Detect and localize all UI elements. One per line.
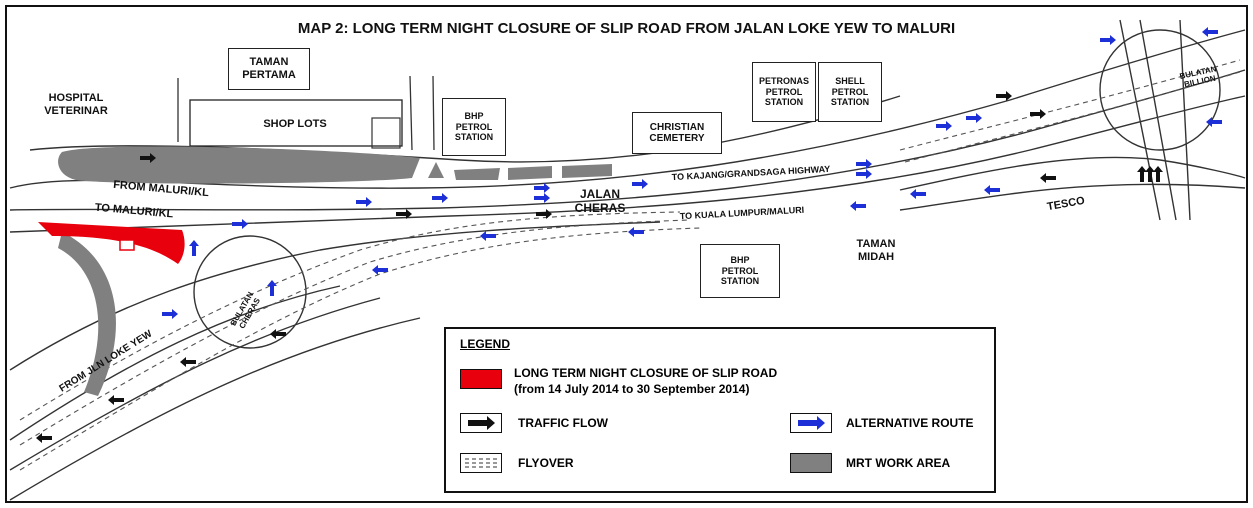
label-bhp-south: BHP PETROL STATION: [700, 244, 780, 298]
label-taman-midah: TAMAN MIDAH: [856, 238, 896, 263]
mrt-work-area-triangle: [428, 162, 444, 178]
mrt-work-area-main: [58, 146, 421, 184]
legend-traffic-flow-label: TRAFFIC FLOW: [518, 416, 608, 430]
mrt-work-area-small-3: [562, 164, 612, 178]
side-roads: [177, 75, 435, 151]
label-hospital-veterinar: HOSPITAL VETERINAR: [44, 92, 108, 117]
label-shop-lots: SHOP LOTS: [263, 118, 327, 130]
shop-lots-block: [189, 99, 403, 147]
alternative-route-arrow-icon: [790, 413, 832, 433]
mrt-work-area-swatch-icon: [790, 453, 832, 473]
legend-title: LEGEND: [460, 337, 511, 351]
closure-swatch-icon: [460, 369, 502, 389]
legend-mrt-work-area-label: MRT WORK AREA: [846, 456, 951, 470]
flyover-dashed-icon: [460, 453, 502, 473]
legend-flyover-label: FLYOVER: [518, 456, 574, 470]
alternative-route-arrows: [162, 27, 1222, 319]
traffic-flow-arrows: [36, 91, 1163, 443]
closure-sign: [119, 239, 135, 251]
bulatan-cheras-ring: [193, 235, 307, 349]
label-bhp-north: BHP PETROL STATION: [442, 98, 506, 156]
legend: LEGEND LONG TERM NIGHT CLOSURE OF SLIP R…: [444, 327, 996, 493]
label-shell: SHELL PETROL STATION: [818, 62, 882, 122]
map-title: MAP 2: LONG TERM NIGHT CLOSURE OF SLIP R…: [297, 20, 956, 37]
mrt-work-area-curve: [58, 232, 116, 396]
bulatan-billion-ring: [1099, 29, 1221, 151]
map-border: [5, 5, 1248, 503]
label-jalan-cheras: JALAN CHERAS: [574, 187, 626, 215]
closed-slip-road: [38, 222, 185, 264]
mrt-work-area-small-1: [454, 168, 500, 180]
mrt-work-area-small-2: [508, 166, 552, 180]
main-road-lines: [9, 19, 1246, 501]
label-christian-cemetery: CHRISTIAN CEMETERY: [632, 112, 722, 154]
legend-closure-label: LONG TERM NIGHT CLOSURE OF SLIP ROAD (fr…: [514, 366, 778, 397]
legend-alternative-route-label: ALTERNATIVE ROUTE: [846, 416, 974, 430]
label-taman-pertama: TAMAN PERTAMA: [228, 48, 310, 90]
traffic-flow-arrow-icon: [460, 413, 502, 433]
small-building: [371, 117, 401, 149]
flyover-lanes: [19, 59, 1241, 471]
label-petronas: PETRONAS PETROL STATION: [752, 62, 816, 122]
